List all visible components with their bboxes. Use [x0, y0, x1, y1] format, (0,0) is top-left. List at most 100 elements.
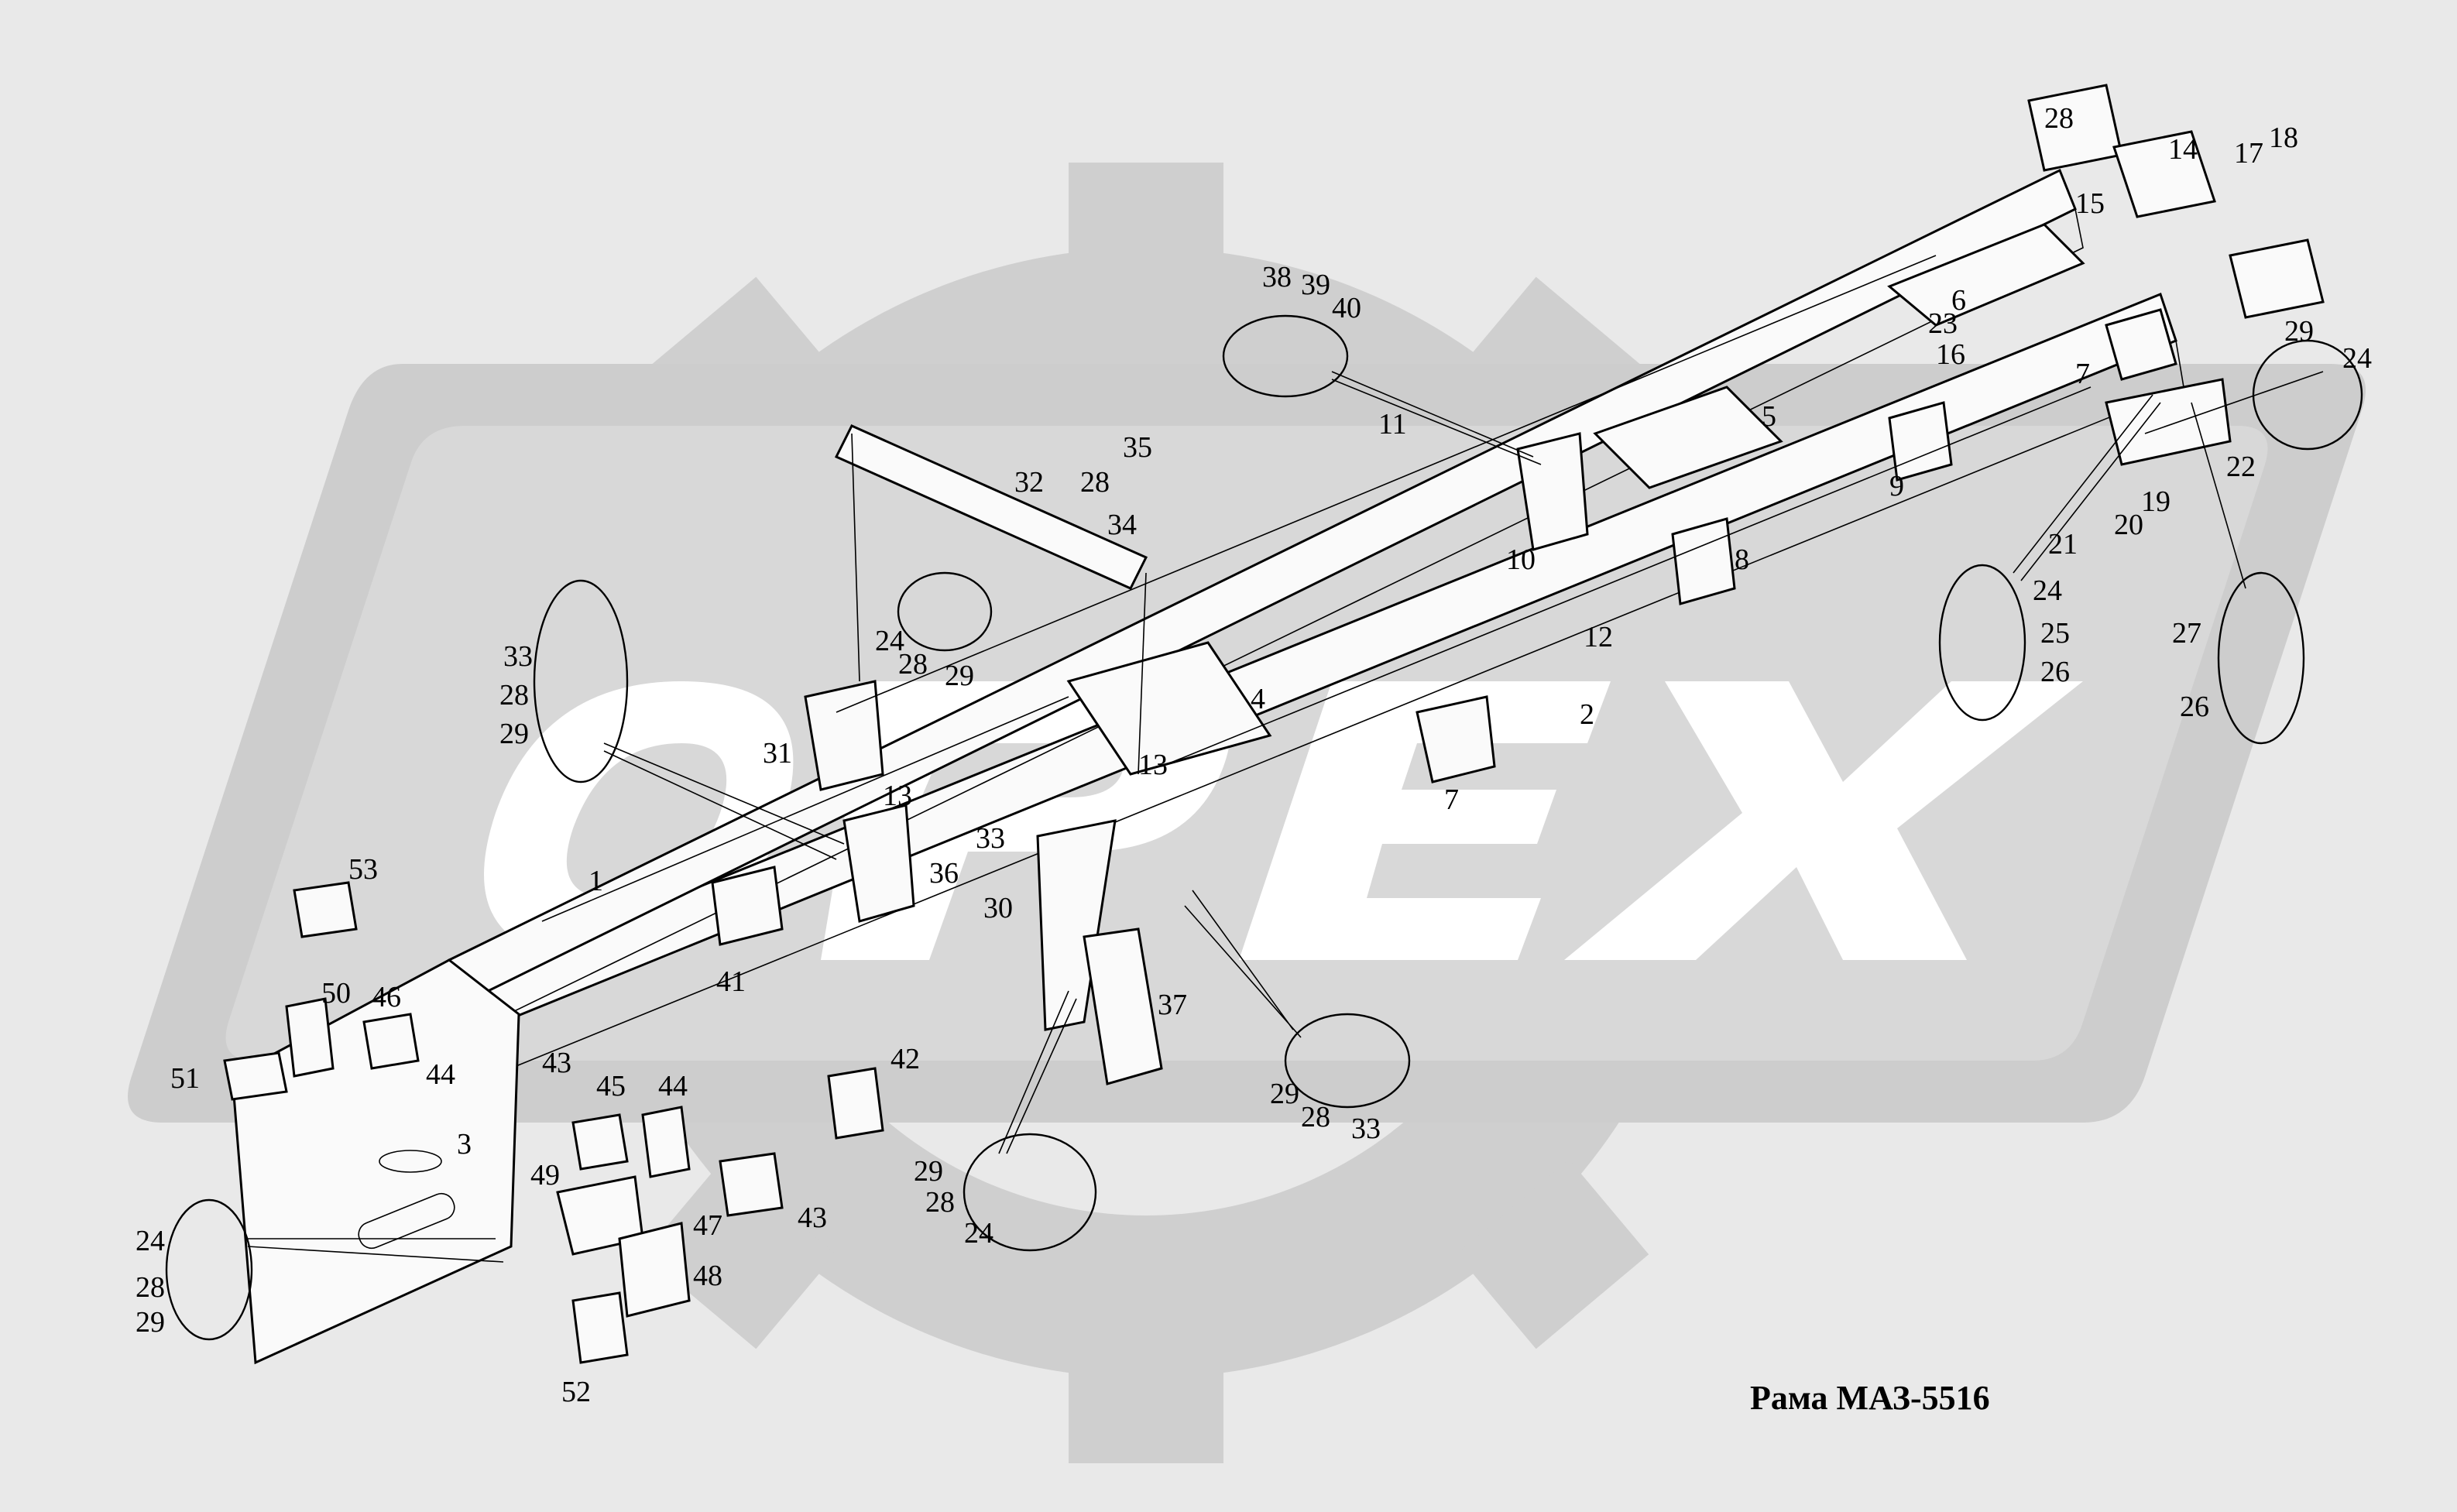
- callout-label: 41: [716, 965, 746, 998]
- callout-labels: 1 2 3 4 5 6 7 7 8 9 10 11 12 13 13 14 15…: [136, 102, 2372, 1408]
- callout-label: 6: [1951, 284, 1966, 317]
- callout-label: 29: [2284, 315, 2314, 348]
- bracket-31: [804, 680, 884, 791]
- callout-label: 29: [499, 718, 529, 750]
- callout-label: 17: [2234, 137, 2263, 170]
- callout-label: 48: [693, 1260, 722, 1292]
- plate-9: [1888, 401, 1953, 482]
- tow-hook-left: [2027, 84, 2123, 172]
- callout-label: 3: [457, 1128, 472, 1161]
- callout-label: 24: [875, 625, 904, 657]
- callout-label: 20: [2114, 509, 2143, 541]
- fastener-group-29-33-center: [1284, 1013, 1411, 1109]
- bracket-51: [223, 1051, 288, 1101]
- bracket-46: [362, 1013, 420, 1070]
- callout-label: 18: [2269, 122, 2298, 154]
- callout-label: 13: [883, 780, 912, 812]
- callout-label: 29: [945, 660, 974, 692]
- callout-label: 53: [348, 853, 378, 886]
- callout-label: 33: [503, 640, 533, 673]
- bracket-7: [1416, 695, 1496, 783]
- callout-label: 31: [763, 737, 792, 770]
- callout-label: 43: [798, 1202, 827, 1234]
- callout-label: 33: [1351, 1113, 1381, 1145]
- plate-8: [1671, 517, 1736, 605]
- fastener-group-24-26: [1938, 564, 2026, 722]
- callout-label: 36: [929, 857, 959, 890]
- callout-label: 1: [589, 865, 603, 897]
- diagram-caption: Рама МАЗ-5516: [1750, 1379, 1990, 1417]
- frame-assembly: [165, 84, 2363, 1365]
- callout-label: 30: [983, 892, 1013, 924]
- callout-label: 51: [170, 1062, 200, 1095]
- callout-label: 12: [1584, 621, 1613, 653]
- callout-label: 29: [914, 1155, 943, 1188]
- callout-label: 50: [321, 977, 351, 1010]
- bracket-42: [827, 1067, 884, 1140]
- callout-label: 8: [1735, 543, 1749, 576]
- callout-label: 44: [426, 1058, 455, 1091]
- fastener-group-24-29-right: [2252, 339, 2363, 451]
- callout-label: 4: [1251, 683, 1265, 715]
- bracket-43: [719, 1152, 784, 1217]
- fastener-group-24-29-bottom: [963, 1133, 1097, 1252]
- tow-hook-right: [2229, 238, 2325, 319]
- callout-label: 45: [596, 1070, 626, 1102]
- fastener-group-28-33-left: [533, 579, 629, 783]
- callout-label: 11: [1378, 408, 1407, 441]
- callout-label: 10: [1506, 543, 1536, 576]
- callout-label: 32: [1014, 466, 1044, 499]
- callout-label: 2: [1580, 698, 1594, 731]
- callout-label: 15: [2075, 187, 2105, 220]
- bracket-30: [1036, 819, 1117, 1031]
- callout-label: 35: [1123, 431, 1152, 464]
- fastener-group-24-29-mid: [897, 571, 993, 652]
- callout-label: 49: [530, 1159, 560, 1191]
- callout-label: 21: [2048, 528, 2078, 561]
- callout-label: 33: [976, 822, 1005, 855]
- bracket-36: [842, 804, 915, 923]
- callout-label: 29: [1270, 1078, 1299, 1110]
- bracket-44: [641, 1106, 691, 1178]
- cross-member-5: [1593, 386, 1783, 489]
- callout-label: 7: [2075, 358, 2090, 390]
- callout-label: 22: [2226, 451, 2256, 483]
- callout-label: 19: [2141, 485, 2170, 518]
- callout-label: 29: [136, 1306, 165, 1339]
- callout-label: 39: [1301, 269, 1330, 301]
- callout-label: 28: [898, 648, 928, 681]
- callout-label: 27: [2172, 617, 2201, 650]
- callout-label: 42: [890, 1043, 920, 1075]
- bracket-45: [571, 1113, 629, 1171]
- callout-label: 24: [2033, 574, 2062, 607]
- rear-bracket-14: [2112, 130, 2216, 218]
- callout-label: 28: [925, 1186, 955, 1219]
- callout-label: 37: [1158, 989, 1187, 1021]
- bracket-22: [2105, 378, 2232, 466]
- callout-label: 24: [964, 1217, 993, 1250]
- callout-label: 16: [1936, 338, 1965, 371]
- callout-label: 28: [1301, 1101, 1330, 1133]
- callout-label: 40: [1332, 292, 1361, 324]
- callout-label: 24: [136, 1225, 165, 1257]
- fastener-group-26-27: [2217, 571, 2305, 745]
- callout-label: 52: [561, 1376, 591, 1408]
- bracket-52: [571, 1291, 629, 1364]
- bracket-53: [293, 881, 358, 938]
- callout-label: 44: [658, 1070, 688, 1102]
- callout-label: 5: [1762, 400, 1776, 433]
- callout-label: 28: [136, 1271, 165, 1304]
- callout-label: 23: [1928, 307, 1958, 340]
- bracket-41: [711, 866, 784, 946]
- callout-label: 14: [2168, 133, 2198, 166]
- callout-label: 25: [2040, 617, 2070, 650]
- bracket-32: [834, 424, 1148, 590]
- callout-label: 38: [1262, 261, 1292, 293]
- callout-label: 7: [1444, 783, 1459, 816]
- callout-label: 28: [2044, 102, 2074, 135]
- callout-label: 28: [499, 679, 529, 711]
- fastener-group-38-40: [1222, 314, 1349, 398]
- callout-label: 26: [2040, 656, 2070, 688]
